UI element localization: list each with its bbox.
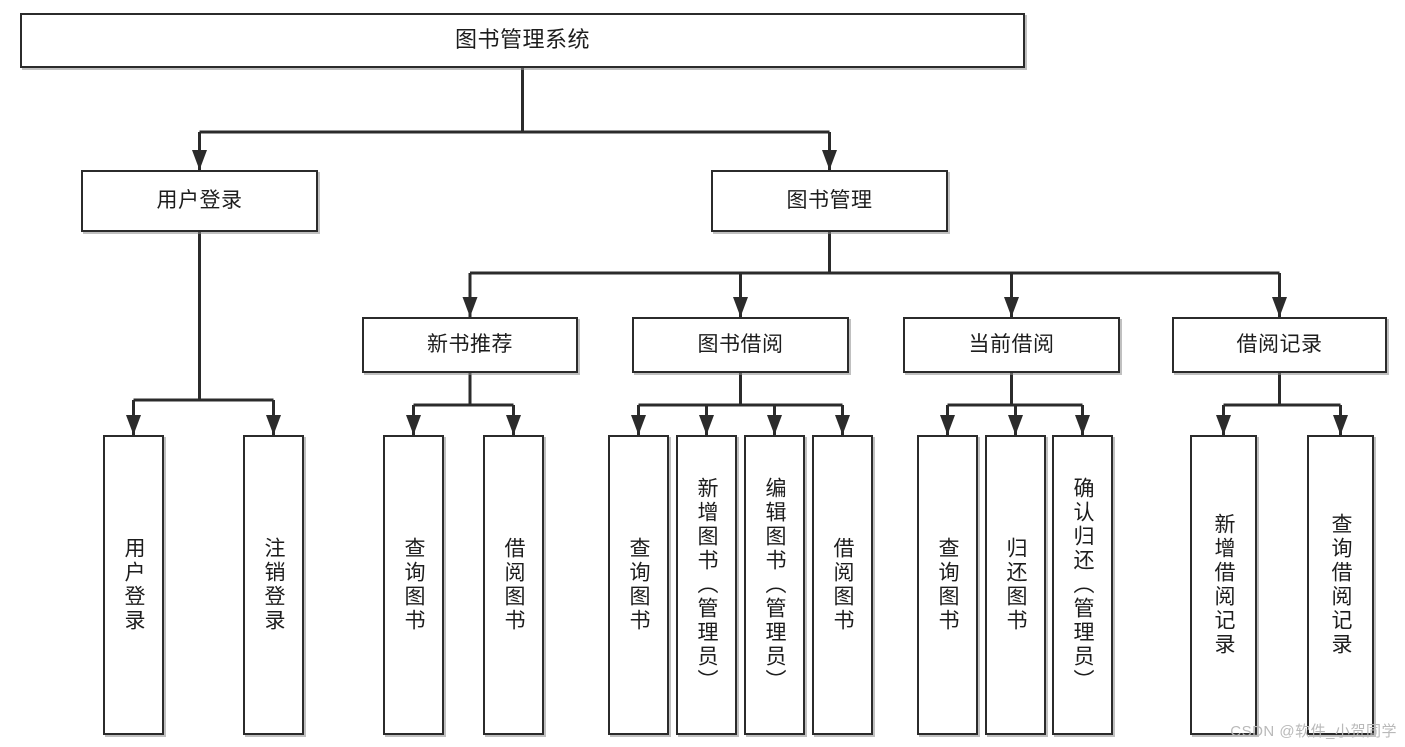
arrowhead-icon [631,415,646,435]
node-l3_1[interactable]: 图书借阅 [632,317,849,373]
arrowhead-icon [266,415,281,435]
node-label-l2_1: 图书管理 [786,189,873,213]
node-l3_3[interactable]: 借阅记录 [1172,317,1387,373]
node-leaf_8[interactable]: 查询图书 [917,435,978,735]
arrowhead-icon [1333,415,1348,435]
node-label-l3_2: 当前借阅 [968,333,1055,357]
arrowhead-icon [1075,415,1090,435]
node-label-l3_1: 图书借阅 [697,333,784,357]
node-label-leaf_2: 查询图书 [402,537,425,633]
node-label-leaf_12: 查询借阅记录 [1329,513,1352,657]
node-label-l3_0: 新书推荐 [427,333,513,357]
node-leaf_6[interactable]: 编辑图书（管理员） [744,435,805,735]
arrowhead-icon [699,415,714,435]
node-label-l2_0: 用户登录 [156,189,243,213]
arrowhead-icon [192,150,207,170]
node-label-leaf_10: 确认归还（管理员） [1071,477,1094,693]
node-leaf_3[interactable]: 借阅图书 [483,435,544,735]
arrowhead-icon [733,297,748,317]
node-label-root: 图书管理系统 [454,27,590,53]
node-label-leaf_9: 归还图书 [1004,537,1027,633]
node-leaf_2[interactable]: 查询图书 [383,435,444,735]
node-leaf_1[interactable]: 注销登录 [243,435,304,735]
node-leaf_11[interactable]: 新增借阅记录 [1190,435,1257,735]
arrowhead-icon [1216,415,1231,435]
arrowhead-icon [1004,297,1019,317]
node-l3_0[interactable]: 新书推荐 [362,317,578,373]
node-label-l3_3: 借阅记录 [1236,333,1323,357]
node-leaf_10[interactable]: 确认归还（管理员） [1052,435,1113,735]
node-label-leaf_8: 查询图书 [936,537,959,633]
arrowhead-icon [506,415,521,435]
node-label-leaf_11: 新增借阅记录 [1212,513,1235,657]
node-l2_0[interactable]: 用户登录 [81,170,318,232]
node-label-leaf_0: 用户登录 [122,537,145,633]
node-label-leaf_6: 编辑图书（管理员） [763,477,786,693]
arrowhead-icon [406,415,421,435]
node-label-leaf_1: 注销登录 [262,537,285,633]
node-root[interactable]: 图书管理系统 [20,13,1025,68]
arrowhead-icon [126,415,141,435]
node-leaf_7[interactable]: 借阅图书 [812,435,873,735]
node-leaf_5[interactable]: 新增图书（管理员） [676,435,737,735]
arrowhead-icon [835,415,850,435]
arrowhead-icon [462,297,478,317]
arrowhead-icon [1008,415,1023,435]
node-leaf_12[interactable]: 查询借阅记录 [1307,435,1374,735]
node-label-leaf_3: 借阅图书 [502,537,525,633]
node-leaf_4[interactable]: 查询图书 [608,435,669,735]
arrowhead-icon [1272,297,1287,317]
node-leaf_9[interactable]: 归还图书 [985,435,1046,735]
node-l2_1[interactable]: 图书管理 [711,170,948,232]
arrowhead-icon [822,150,837,170]
node-label-leaf_4: 查询图书 [627,537,650,633]
csdn-watermark: CSDN @软件_小贺同学 [1230,723,1397,740]
arrowhead-icon [767,415,782,435]
node-leaf_0[interactable]: 用户登录 [103,435,164,735]
node-label-leaf_5: 新增图书（管理员） [695,477,718,693]
node-l3_2[interactable]: 当前借阅 [903,317,1120,373]
arrowhead-icon [940,415,955,435]
node-label-leaf_7: 借阅图书 [831,537,854,633]
